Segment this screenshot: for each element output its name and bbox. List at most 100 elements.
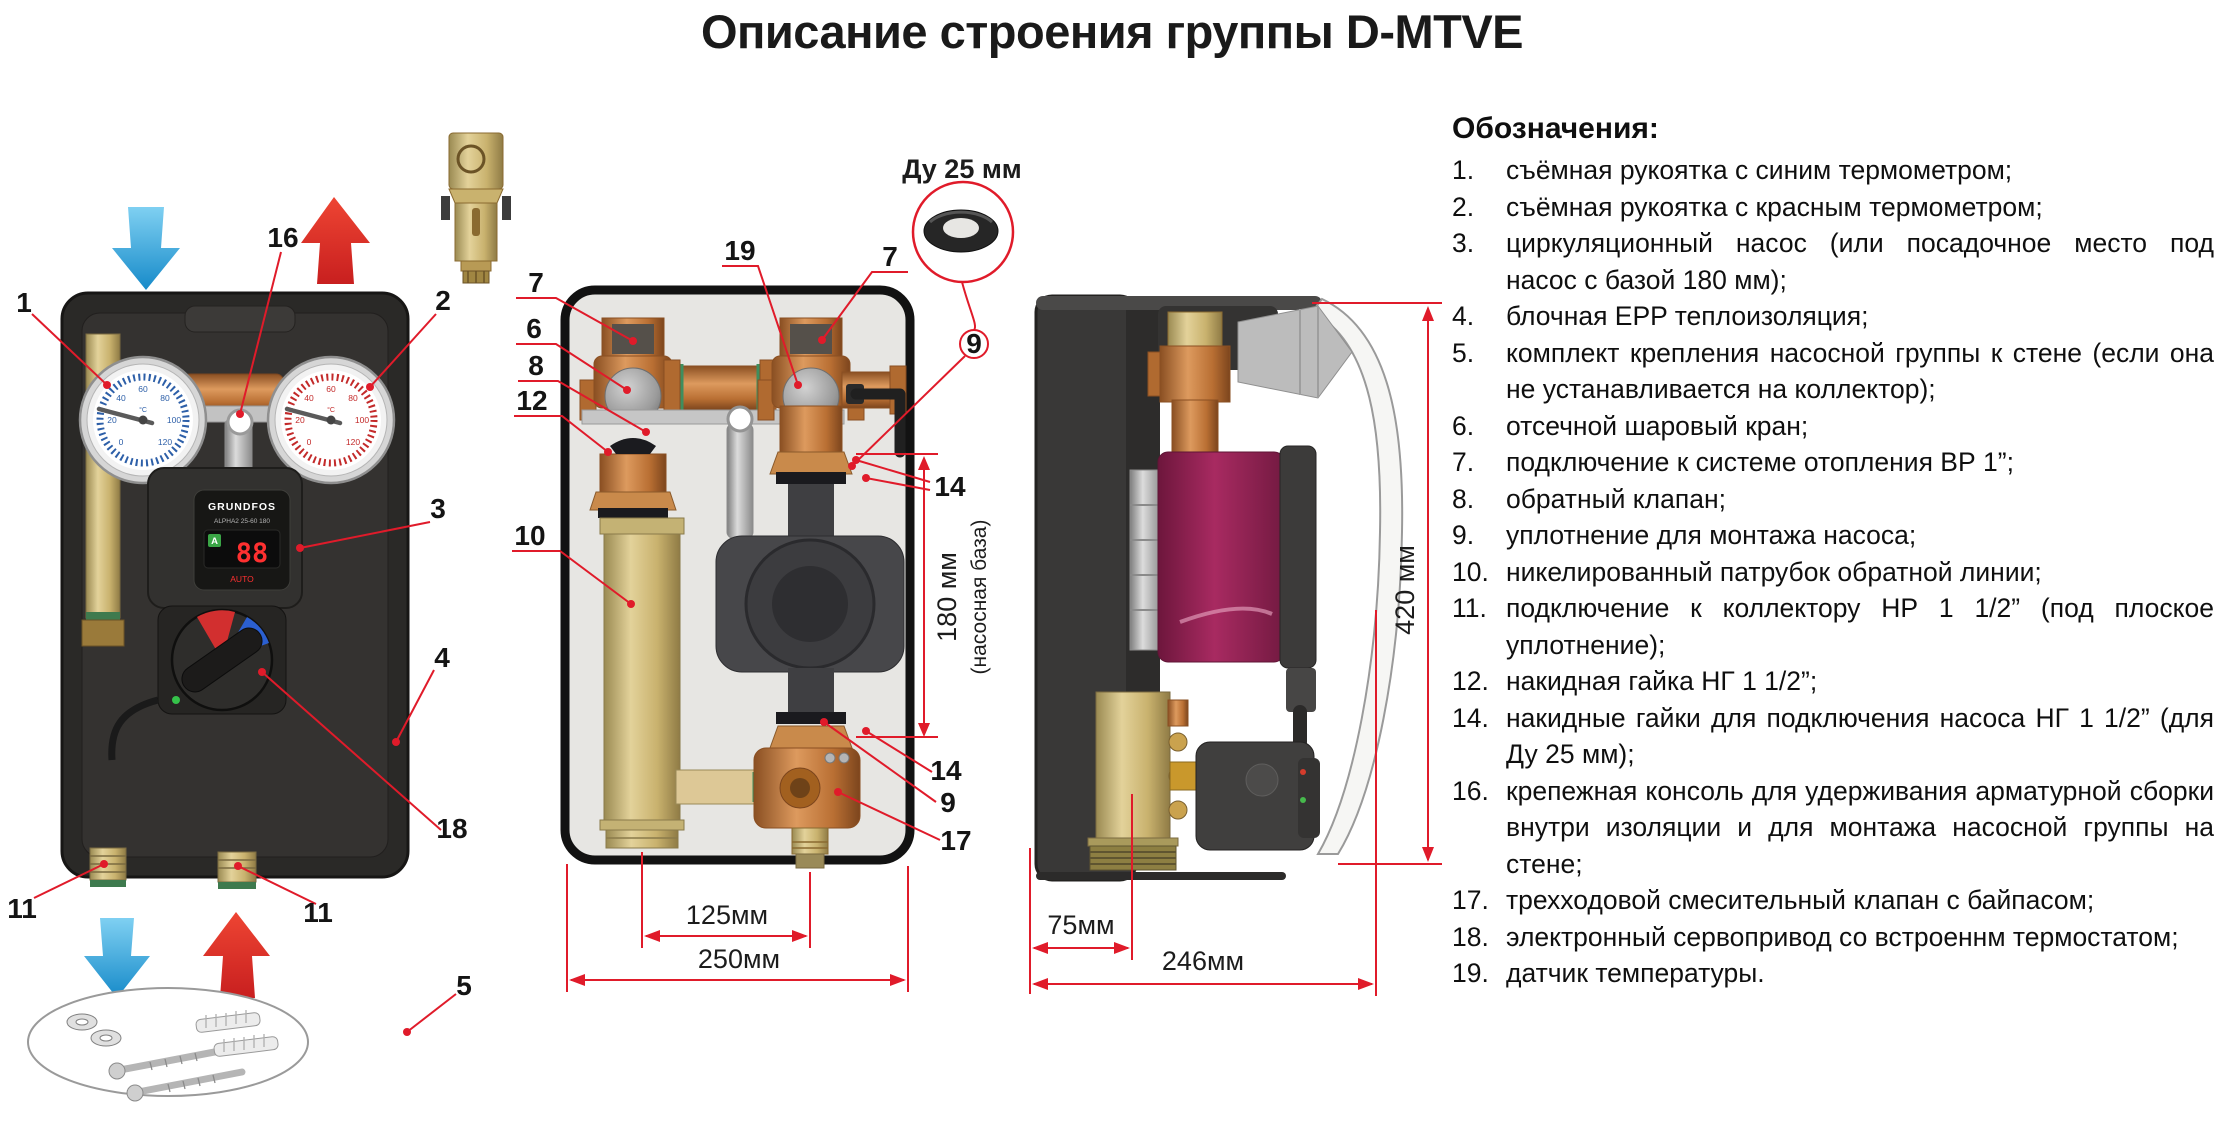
callout-19: 19 [724, 235, 755, 266]
pump-brand-label: GRUNDFOS [208, 501, 276, 513]
legend-item: 5. комплект крепления насосной группы к … [1452, 335, 2214, 408]
legend-item-number: 16. [1452, 775, 1489, 806]
dim-246mm-label: 246мм [1162, 946, 1244, 976]
pump-mode-label: AUTO [230, 574, 254, 584]
dim-250mm-label: 250мм [698, 944, 780, 974]
legend: Обозначения: 1. съёмная рукоятка с синим… [1452, 112, 2214, 992]
section-callout-leaders [512, 265, 941, 841]
temperature-sensor [850, 388, 906, 458]
legend-item: 1. съёмная рукоятка с синим термометром; [1452, 152, 2214, 189]
legend-item-number: 1. [1452, 155, 1475, 185]
side-view: 420 мм 75мм 246мм [1029, 294, 1442, 996]
therm-unit: °C [327, 406, 335, 414]
pump-side [1129, 445, 1317, 765]
therm-tick: 60 [326, 384, 336, 394]
callout-2: 2 [435, 285, 451, 316]
legend-item-number: 8. [1452, 483, 1475, 514]
legend-item: 14. накидные гайки для подключения насос… [1452, 700, 2214, 773]
legend-item-number: 11. [1452, 593, 1487, 623]
legend-item: 9. уплотнение для монтажа насоса; [1452, 517, 2214, 554]
therm-tick: 100 [355, 415, 369, 425]
legend-item-text: подключение к системе отопления ВР 1”; [1506, 447, 2014, 477]
pump-model-label: ALPHA2 25-60 180 [214, 518, 270, 525]
therm-tick: 120 [346, 437, 360, 447]
callout-4: 4 [434, 642, 450, 673]
legend-item-text: датчик температуры. [1506, 958, 1765, 988]
legend-item-number: 18. [1452, 921, 1489, 952]
therm-tick: 80 [348, 393, 358, 403]
du25-oring-detail [848, 180, 1015, 470]
therm-tick: 40 [304, 393, 314, 403]
callout-11: 11 [303, 897, 333, 928]
left-ball-valve [579, 317, 687, 518]
callout-16: 16 [267, 222, 298, 253]
callout-5: 5 [456, 970, 472, 1001]
legend-item-number: 14. [1452, 702, 1489, 733]
thermometer-red: 0 20 40 60 80 100 120 °C [266, 355, 396, 485]
side-return-pipe [1087, 691, 1209, 871]
mounting-kit [27, 987, 309, 1102]
therm-tick: 20 [295, 415, 305, 425]
legend-item-text: никелированный патрубок обратной линии; [1506, 556, 2042, 587]
therm-tick: 100 [167, 415, 181, 425]
legend-item: 3. циркуляционный насос (или посадочное … [1452, 225, 2214, 298]
callout-11: 11 [7, 893, 37, 924]
therm-tick: 120 [158, 437, 172, 447]
legend-item: 11. подключение к коллектору НР 1 1/2” (… [1452, 590, 2214, 663]
callout-8: 8 [528, 350, 544, 381]
legend-item-text: накидные гайки для подключения насоса НГ… [1506, 702, 2214, 770]
dim-180mm-sublabel: (насосная база) [968, 520, 991, 675]
therm-tick: 20 [107, 415, 117, 425]
dim-75mm-label: 75мм [1047, 910, 1114, 940]
legend-item-number: 2. [1452, 191, 1475, 222]
legend-item-number: 3. [1452, 228, 1475, 258]
pump-housing-section [715, 484, 905, 749]
flow-arrow-down-icon [84, 918, 150, 998]
callout-7: 7 [528, 267, 544, 298]
therm-tick: 80 [160, 393, 170, 403]
dim-420mm [1312, 302, 1442, 865]
front-view-callouts [31, 251, 457, 1036]
dim-246mm [1032, 610, 1377, 996]
legend-item: 10. никелированный патрубок обратной лин… [1452, 554, 2214, 591]
flow-arrow-down-icon [112, 207, 180, 290]
dim-180mm-label: 180 мм [932, 552, 962, 642]
legend-item-text: обратный клапан; [1506, 483, 1726, 514]
legend-item-text: отсечной шаровый кран; [1506, 410, 1809, 441]
page-title: Описание строения группы D-MTVE [700, 5, 1524, 58]
legend-item: 8. обратный клапан; [1452, 481, 2214, 518]
legend-item: 18. электронный сервопривод со встроеннм… [1452, 919, 2214, 956]
legend-item-number: 9. [1452, 520, 1475, 550]
legend-item: 6. отсечной шаровый кран; [1452, 408, 2214, 445]
air-vent-valve [441, 132, 511, 284]
callout-14: 14 [934, 471, 966, 502]
legend-item-number: 10. [1452, 556, 1489, 587]
legend-item-number: 12. [1452, 666, 1489, 696]
legend-item: 2. съёмная рукоятка с красным термометро… [1452, 189, 2214, 226]
callout-17: 17 [940, 825, 971, 856]
legend-item-text: блочная EPP теплоизоляция; [1506, 301, 1869, 331]
legend-item: 4. блочная EPP теплоизоляция; [1452, 298, 2214, 335]
legend-item-number: 17. [1452, 885, 1489, 915]
pump-display-value: 88 [236, 538, 269, 569]
therm-tick: 0 [119, 437, 124, 447]
servo-side [1195, 741, 1320, 851]
section-view: Ду 25 мм 9 7 6 8 12 10 19 7 14 14 9 17 [512, 154, 1022, 992]
front-view: 0 20 40 60 80 100 120 °C 0 20 40 60 [7, 132, 511, 1102]
legend-item: 16. крепежная консоль для удерживания ар… [1452, 773, 2214, 883]
legend-item-number: 19. [1452, 958, 1489, 988]
du25-label: Ду 25 мм [902, 154, 1022, 184]
dim-125mm [641, 852, 811, 948]
therm-tick: 0 [307, 437, 312, 447]
callout-3: 3 [430, 493, 446, 524]
therm-unit: °C [139, 406, 147, 414]
legend-item-number: 5. [1452, 337, 1475, 368]
pump-badge: A [211, 536, 218, 547]
callout-10: 10 [514, 520, 545, 551]
therm-tick: 60 [138, 384, 148, 394]
dim-250mm [566, 864, 909, 992]
mixing-valve-servo [108, 605, 287, 761]
callout-9: 9 [966, 328, 982, 359]
return-pipe-section [599, 517, 685, 849]
